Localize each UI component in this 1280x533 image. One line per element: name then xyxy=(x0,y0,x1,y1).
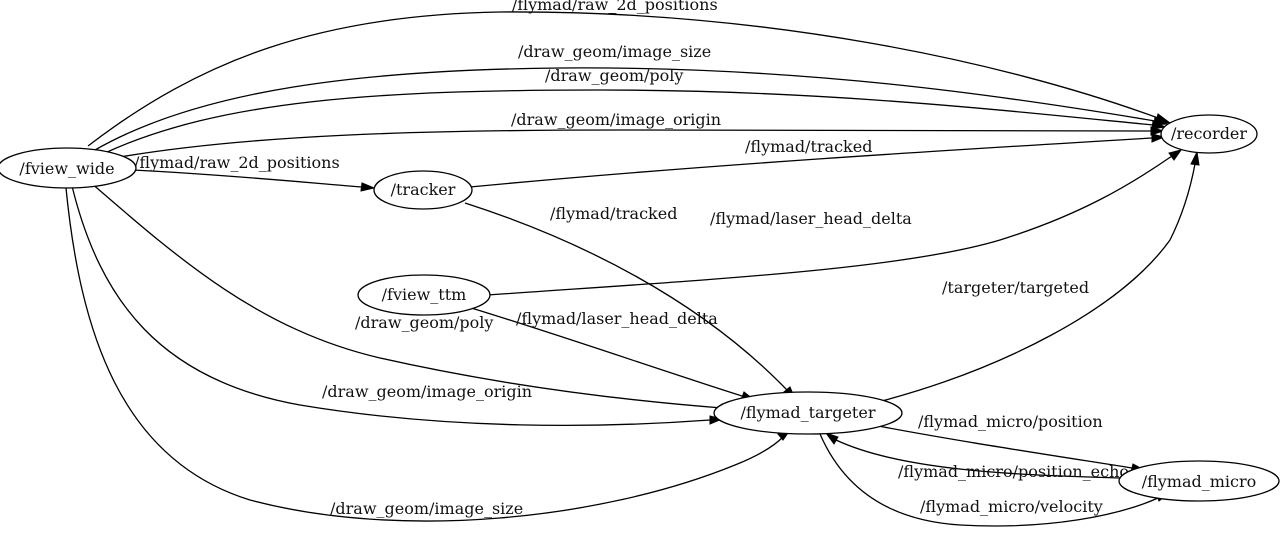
edge-fview-wide-to-tracker[interactable]: /flymad/raw_2d_positions xyxy=(132,153,376,192)
edge-label: /draw_geom/image_origin xyxy=(511,110,721,129)
edge-fview-wide-to-targeter-image-size[interactable]: /draw_geom/image_size xyxy=(65,187,792,522)
edge-label: /draw_geom/poly xyxy=(545,66,683,85)
edge-tracker-to-recorder[interactable]: /flymad/tracked xyxy=(469,133,1166,188)
edge-fview-wide-to-recorder-poly[interactable]: /draw_geom/poly xyxy=(104,66,1167,154)
edge-fview-wide-to-recorder-raw-2d[interactable]: /flymad/raw_2d_positions xyxy=(87,0,1172,147)
edge-label: /draw_geom/image_origin xyxy=(322,382,532,401)
node-tracker[interactable]: /tracker xyxy=(373,170,473,210)
edge-micro-to-targeter-position-echo[interactable]: /flymad_micro/position_echo xyxy=(824,432,1129,481)
edge-label: /targeter/targeted xyxy=(942,278,1089,297)
edge-label: /flymad_micro/position_echo xyxy=(898,462,1129,481)
edge-targeter-to-recorder[interactable]: /targeter/targeted xyxy=(877,150,1200,403)
node-flymad-micro[interactable]: /flymad_micro xyxy=(1118,460,1280,502)
edge-label: /flymad/raw_2d_positions xyxy=(134,153,340,172)
edge-label: /flymad/tracked xyxy=(745,137,872,156)
node-label: /recorder xyxy=(1171,124,1247,143)
edge-fview-ttm-to-recorder[interactable]: /flymad/laser_head_delta xyxy=(487,149,1183,296)
edge-label: /flymad_micro/position xyxy=(918,412,1103,431)
edge-label: /flymad/laser_head_delta xyxy=(516,309,718,328)
node-recorder[interactable]: /recorder xyxy=(1160,114,1258,154)
edge-fview-wide-to-recorder-image-size[interactable]: /draw_geom/image_size xyxy=(94,42,1169,151)
edge-fview-wide-to-recorder-image-origin[interactable]: /draw_geom/image_origin xyxy=(119,110,1165,158)
node-label: /flymad_targeter xyxy=(741,403,876,422)
node-label: /fview_wide xyxy=(19,159,114,178)
edge-label: /flymad_micro/velocity xyxy=(920,497,1103,516)
node-fview-wide[interactable]: /fview_wide xyxy=(0,147,137,189)
edge-label: /draw_geom/image_size xyxy=(518,42,711,61)
edge-label: /draw_geom/image_size xyxy=(330,499,523,518)
edge-label: /flymad/tracked xyxy=(550,204,677,223)
edge-tracker-to-targeter[interactable]: /flymad/tracked xyxy=(464,202,797,401)
node-flymad-targeter[interactable]: /flymad_targeter xyxy=(713,391,903,435)
edge-label: /draw_geom/poly xyxy=(355,313,493,332)
edge-label: /flymad/laser_head_delta xyxy=(710,209,912,228)
node-label: /fview_ttm xyxy=(382,285,467,304)
node-label: /tracker xyxy=(391,180,456,199)
edge-fview-ttm-to-targeter[interactable]: /flymad/laser_head_delta xyxy=(467,306,756,401)
node-fview-ttm[interactable]: /fview_ttm xyxy=(357,274,491,316)
edge-targeter-to-micro-position[interactable]: /flymad_micro/position xyxy=(867,412,1146,473)
node-label: /flymad_micro xyxy=(1142,472,1257,491)
edge-label: /flymad/raw_2d_positions xyxy=(512,0,718,14)
